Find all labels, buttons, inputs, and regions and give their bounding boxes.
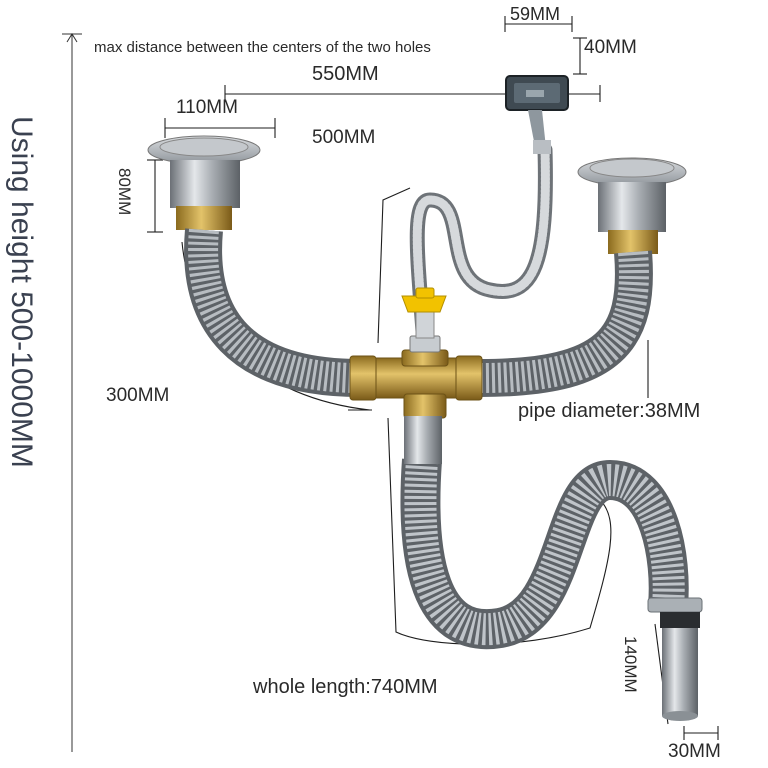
hose-500-label: 500MM xyxy=(312,127,376,148)
overflow-height-label: 40MM xyxy=(584,37,637,58)
tee-tailpipe xyxy=(404,416,442,464)
left-strainer xyxy=(147,135,261,230)
strainer-height-label: 80MM xyxy=(115,168,134,216)
strainer-width-label: 110MM xyxy=(176,97,238,118)
pipe-diameter-label: pipe diameter:38MM xyxy=(518,400,701,422)
hole-distance-note: max distance between the centers of the … xyxy=(94,39,431,56)
height-dimension-line xyxy=(62,33,82,752)
brass-tee xyxy=(349,309,483,419)
overflow-plate xyxy=(505,75,569,154)
overflow-hose xyxy=(409,142,553,353)
trap-hose xyxy=(400,458,689,650)
tailpiece-outlet xyxy=(647,597,703,721)
left-hose xyxy=(184,228,361,397)
overflow-width-label: 59MM xyxy=(510,4,561,24)
height-side-label: Using height 500-1000MM xyxy=(5,116,38,468)
branch-300-label: 300MM xyxy=(106,385,170,406)
whole-length-label: whole length:740MM xyxy=(253,676,438,698)
span-550-label: 550MM xyxy=(312,63,379,85)
tail-140-label: 140MM xyxy=(621,636,640,693)
right-hose xyxy=(479,250,653,397)
right-strainer xyxy=(577,157,687,254)
tail-30-label: 30MM xyxy=(668,741,721,762)
valve-handle-icon xyxy=(401,287,447,313)
